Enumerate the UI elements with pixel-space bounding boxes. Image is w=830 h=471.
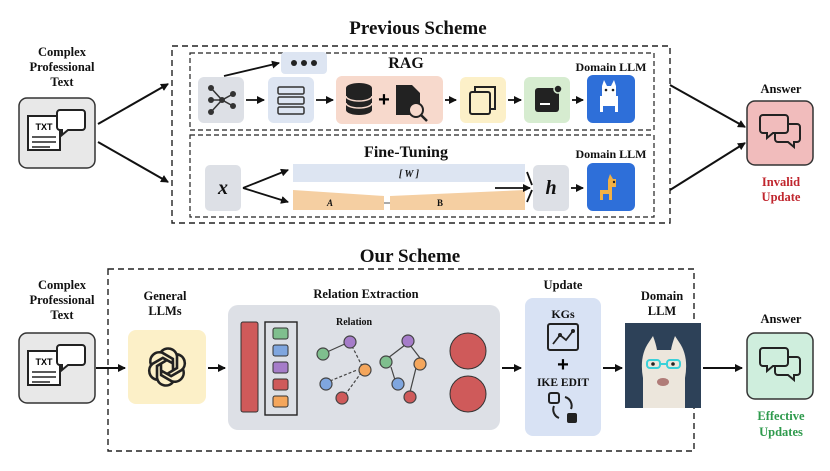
previous-scheme-box: [171, 45, 671, 224]
database-icon: [345, 83, 373, 115]
entity-node-bottom: [449, 375, 487, 413]
plus-sign: +: [378, 89, 390, 111]
entity-node-top: [449, 332, 487, 370]
matrix-a-block: [293, 190, 384, 210]
rag-label: RAG: [388, 55, 424, 72]
update-label: Update: [544, 278, 583, 292]
text-document-icon: TXT: [18, 332, 96, 404]
domain-llm-label-2: LLM: [648, 304, 677, 318]
input-x-label: x: [217, 177, 228, 199]
update-box: [525, 298, 601, 436]
copy-icon: [460, 77, 506, 123]
llama-icon: [587, 75, 635, 123]
weight-w-label: [ W ]: [399, 169, 420, 180]
ike-edit-label: IKE EDIT: [537, 377, 589, 389]
effective-updates-label-2: Updates: [759, 425, 803, 439]
matrix-b-label: B: [437, 198, 443, 208]
svg-text:TXT: TXT: [36, 122, 54, 132]
matrix-a-label: A: [326, 198, 333, 208]
openai-logo-icon: [128, 330, 206, 404]
relation-graph-right: [379, 334, 427, 404]
chat-bubbles-icon: [746, 332, 814, 400]
rag-box: [189, 52, 655, 131]
matrix-b-block: [390, 190, 525, 210]
llama-icon: [625, 323, 701, 408]
previous-answer-label: Answer: [761, 82, 802, 96]
our-input-label-1: Complex: [38, 278, 87, 292]
relation-graph-left: [316, 335, 372, 405]
effective-updates-label-1: Effective: [757, 409, 805, 423]
output-h-box: [533, 165, 569, 211]
our-scheme-title: Our Scheme: [360, 246, 460, 267]
previous-input-label-3: Text: [50, 75, 74, 89]
document-search-icon: [396, 85, 428, 122]
domain-llm-label-1: Domain: [641, 289, 683, 303]
general-llms-label-2: LLMs: [148, 304, 181, 318]
rag-domain-llm-label: Domain LLM: [575, 60, 646, 74]
finetune-domain-llm-label: Domain LLM: [575, 147, 646, 161]
chat-bubbles-icon: [746, 100, 814, 166]
previous-scheme-title: Previous Scheme: [349, 18, 486, 39]
server-icon: [268, 77, 314, 123]
llama-icon: [587, 163, 635, 211]
relation-extraction-label: Relation Extraction: [313, 287, 418, 301]
relation-label: Relation: [336, 317, 373, 328]
general-llms-label-1: General: [143, 289, 187, 303]
update-plus: +: [557, 354, 569, 376]
kgs-label: KGs: [551, 307, 575, 321]
input-embedding-bar: [240, 321, 259, 413]
svg-text:TXT: TXT: [36, 357, 54, 367]
our-input-label-2: Professional: [29, 293, 95, 307]
invalid-update-label-1: Invalid: [762, 175, 800, 189]
finetune-box: [189, 134, 655, 218]
weight-w-block: [293, 164, 525, 182]
our-answer-label: Answer: [761, 312, 802, 326]
edit-flow-icon: [548, 392, 577, 423]
token-stack: [264, 321, 298, 416]
previous-input-label-2: Professional: [29, 60, 95, 74]
map-icon: [547, 323, 579, 351]
invalid-update-label-2: Update: [762, 190, 801, 204]
our-scheme-box: [107, 268, 695, 452]
network-icon: [198, 77, 244, 123]
input-x-box: [205, 165, 241, 211]
output-h-label: h: [545, 177, 556, 199]
previous-input-label-1: Complex: [38, 45, 87, 59]
message-icon: [524, 77, 570, 123]
text-document-icon: TXT: [18, 97, 96, 169]
our-input-label-3: Text: [50, 308, 74, 322]
finetune-label: Fine-Tuning: [364, 144, 448, 161]
